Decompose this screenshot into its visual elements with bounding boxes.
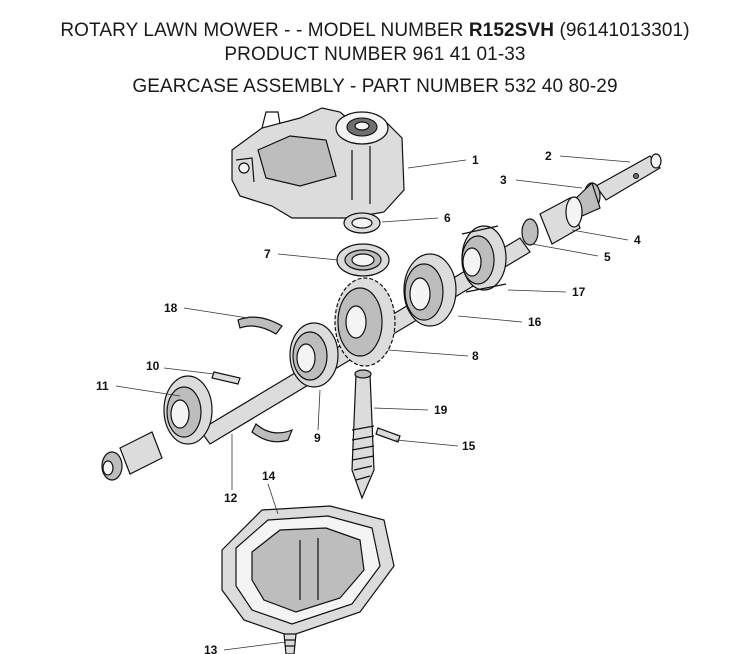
callout-16: 16 <box>528 315 542 329</box>
callout-17: 17 <box>572 285 586 299</box>
assembly-title-line: GEARCASE ASSEMBLY - PART NUMBER 532 40 8… <box>132 76 618 97</box>
part-lower-housing <box>221 505 395 637</box>
part-upper-housing <box>231 107 405 219</box>
part-clutch-cup-left <box>163 375 213 445</box>
part-half-rings <box>237 316 294 443</box>
part-pin-15 <box>375 427 401 443</box>
callout-8: 8 <box>472 349 479 363</box>
model-number: R152SVH <box>468 20 555 41</box>
callout-3: 3 <box>500 173 507 187</box>
callout-7: 7 <box>264 247 271 261</box>
callout-labels: 1 2 3 4 5 6 7 8 9 10 11 12 13 14 15 16 1… <box>96 149 641 654</box>
part-bushing <box>521 196 583 246</box>
part-shaft-end <box>101 431 163 481</box>
callout-5: 5 <box>604 250 611 264</box>
part-clutch-cup <box>403 253 457 327</box>
callout-19: 19 <box>434 403 448 417</box>
part-bearing-small <box>343 212 381 234</box>
product-number-line: PRODUCT NUMBER 961 41 01-33 <box>224 44 526 65</box>
part-clutch-cone-right <box>461 225 507 293</box>
callout-6: 6 <box>444 211 451 225</box>
part-worm-shaft <box>351 369 375 500</box>
callout-9: 9 <box>314 431 321 445</box>
callout-14: 14 <box>262 469 276 483</box>
part-clutch-cone-left <box>289 322 339 388</box>
callout-10: 10 <box>146 359 160 373</box>
callout-15: 15 <box>462 439 476 453</box>
part-bearing-large <box>336 243 390 277</box>
callout-18: 18 <box>164 301 178 315</box>
title-suffix: (96141013301) <box>554 20 690 41</box>
callout-11: 11 <box>96 379 109 393</box>
title-prefix: ROTARY LAWN MOWER - - MODEL NUMBER <box>60 20 469 41</box>
callout-2: 2 <box>545 149 552 163</box>
callout-1: 1 <box>472 153 479 167</box>
part-pin-10 <box>211 371 241 385</box>
part-worm-gear <box>334 277 396 367</box>
part-output-shaft <box>573 153 662 217</box>
title-model-line: ROTARY LAWN MOWER - - MODEL NUMBER R152S… <box>0 20 750 42</box>
part-screw <box>283 633 297 654</box>
callout-4: 4 <box>634 233 641 247</box>
leader-lines <box>115 155 631 651</box>
callout-13: 13 <box>204 643 218 654</box>
callout-12: 12 <box>224 491 238 505</box>
